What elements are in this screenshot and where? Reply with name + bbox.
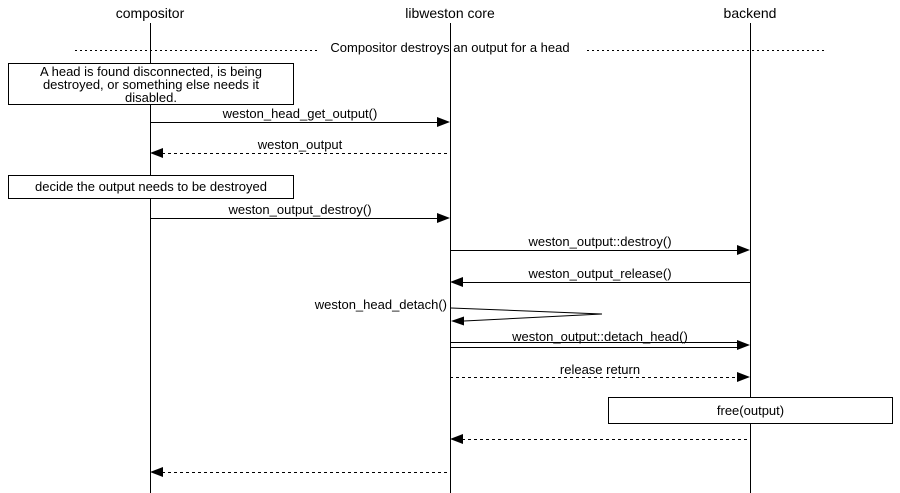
actor-libweston-core: libweston core [405,5,495,21]
message-label-weston-output-detach-head: weston_output::detach_head() [512,329,688,344]
message-line-weston-output-destroy-vfunc [450,250,738,251]
message-label-weston-output-destroy-vfunc: weston_output::destroy() [528,234,672,249]
message-line-weston-head-get-output [150,122,438,123]
arrowhead-right-icon [737,340,750,350]
arrowhead-right-icon [437,117,450,127]
divider-line-left [75,50,317,51]
arrowhead-right-icon [737,372,750,382]
message-line-release-return [450,377,738,378]
message-line-weston-output-destroy [150,218,438,219]
message-line-weston-output [162,153,450,154]
actor-compositor: compositor [115,5,185,21]
note-line: disabled. [124,90,178,105]
actor-backend: backend [723,5,777,21]
message-label-weston-head-get-output: weston_head_get_output() [222,106,378,121]
arrowhead-left-icon [450,277,463,287]
arrowhead-right-icon [437,213,450,223]
lifeline-backend [750,23,751,493]
arrowhead-left-icon [150,467,163,477]
note-line: destroyed, or something else needs it [42,77,260,92]
note-free-output: free(output) [608,397,893,424]
lifeline-libweston-core [450,23,451,493]
self-message-loop [450,307,603,326]
message-label-release-return: release return [559,362,641,377]
arrowhead-left-icon [450,434,463,444]
lifeline-compositor [150,23,151,493]
message-label-weston-head-detach: weston_head_detach() [314,297,447,312]
arrowhead-right-icon [737,245,750,255]
arrowhead-left-icon [150,148,163,158]
divider-label: Compositor destroys an output for a head [330,40,570,55]
divider-line-right [587,50,825,51]
note-line: free(output) [716,403,785,418]
message-line-weston-output-detach-head [450,342,737,348]
note-line: A head is found disconnected, is being [40,64,262,79]
message-label-weston-output-release: weston_output_release() [528,266,672,281]
message-line-weston-output-release [462,282,750,283]
note-decide-destroy: decide the output needs to be destroyed [8,175,294,199]
message-label-weston-output: weston_output [257,137,343,152]
note-line: decide the output needs to be destroyed [34,179,267,194]
arrowhead-left-icon [451,316,464,326]
message-line-return-to-libweston [462,439,750,440]
message-label-weston-output-destroy: weston_output_destroy() [228,202,372,217]
message-line-return-to-compositor [162,472,450,473]
note-head-disconnected: A head is found disconnected, is being d… [8,63,294,105]
